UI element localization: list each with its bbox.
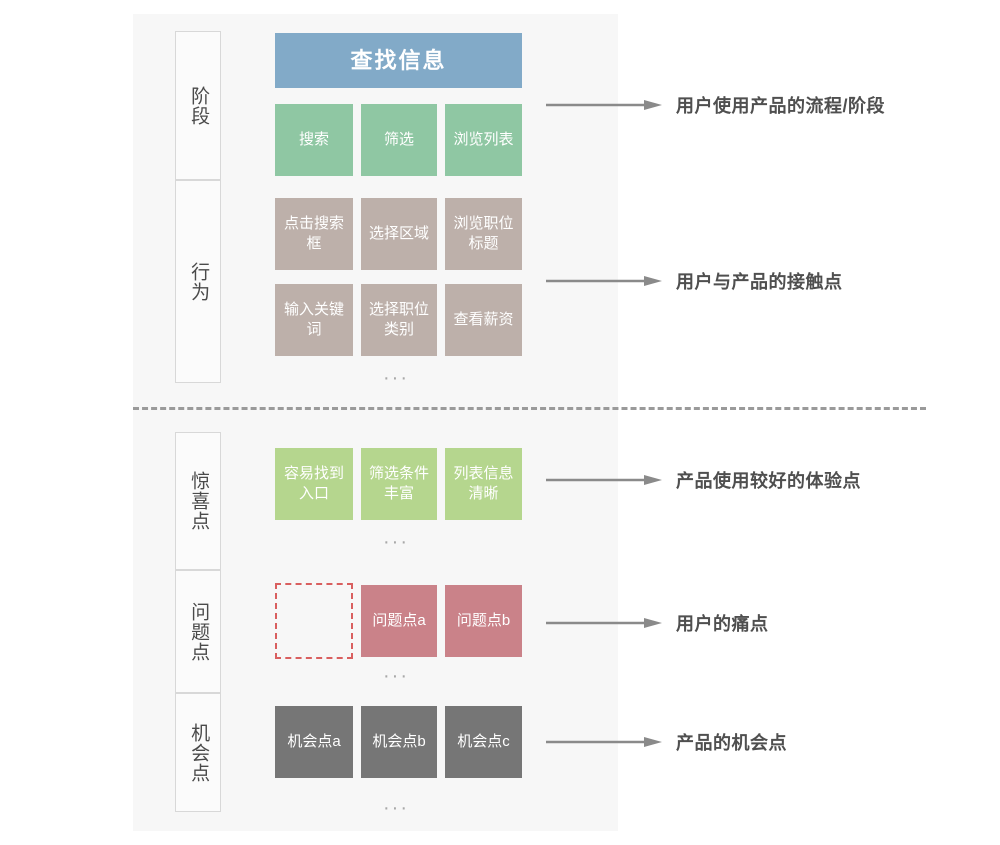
row-label-problem: 问题点 <box>175 570 221 693</box>
annotation-behavior-text: 用户与产品的接触点 <box>676 272 843 292</box>
behavior-box-3: 浏览职位标题 <box>445 198 522 270</box>
opportunity-box-3: 机会点c <box>445 706 522 778</box>
behavior-box-5: 选择职位类别 <box>361 284 437 356</box>
behavior-box-4: 输入关键词 <box>275 284 353 356</box>
stage-box-1: 搜索 <box>275 104 353 176</box>
annotation-delight: 产品使用较好的体验点 <box>546 468 861 492</box>
opportunity-box-1: 机会点a <box>275 706 353 778</box>
delight-ellipsis: ··· <box>383 531 409 553</box>
opportunity-ellipsis: ··· <box>383 797 409 819</box>
stage-box-3: 浏览列表 <box>445 104 522 176</box>
problem-box-1-empty <box>275 583 353 659</box>
behavior-box-1: 点击搜索框 <box>275 198 353 270</box>
annotation-stage-text: 用户使用产品的流程/阶段 <box>676 96 885 116</box>
row-label-opportunity: 机会点 <box>175 693 221 812</box>
annotation-problem: 用户的痛点 <box>546 611 769 635</box>
behavior-box-6: 查看薪资 <box>445 284 522 356</box>
annotation-behavior: 用户与产品的接触点 <box>546 269 843 293</box>
opportunity-box-2: 机会点b <box>361 706 437 778</box>
annotation-opportunity-text: 产品的机会点 <box>676 733 787 753</box>
row-label-delight: 惊喜点 <box>175 432 221 570</box>
annotation-problem-text: 用户的痛点 <box>676 614 769 634</box>
behavior-ellipsis: ··· <box>383 367 409 389</box>
problem-box-3: 问题点b <box>445 585 522 657</box>
section-divider <box>133 407 926 410</box>
behavior-box-2: 选择区域 <box>361 198 437 270</box>
arrow-right-icon <box>546 475 662 485</box>
arrow-right-icon <box>546 276 662 286</box>
arrow-right-icon <box>546 737 662 747</box>
stage-header-box: 查找信息 <box>275 33 522 88</box>
annotation-stage: 用户使用产品的流程/阶段 <box>546 93 885 117</box>
stage-box-2: 筛选 <box>361 104 437 176</box>
delight-box-2: 筛选条件丰富 <box>361 448 437 520</box>
delight-box-3: 列表信息清晰 <box>445 448 522 520</box>
problem-box-2: 问题点a <box>361 585 437 657</box>
arrow-right-icon <box>546 618 662 628</box>
row-label-behavior: 行为 <box>175 180 221 383</box>
delight-box-1: 容易找到入口 <box>275 448 353 520</box>
annotation-delight-text: 产品使用较好的体验点 <box>676 471 861 491</box>
row-label-stage: 阶段 <box>175 31 221 180</box>
problem-ellipsis: ··· <box>383 665 409 687</box>
arrow-right-icon <box>546 100 662 110</box>
annotation-opportunity: 产品的机会点 <box>546 730 787 754</box>
